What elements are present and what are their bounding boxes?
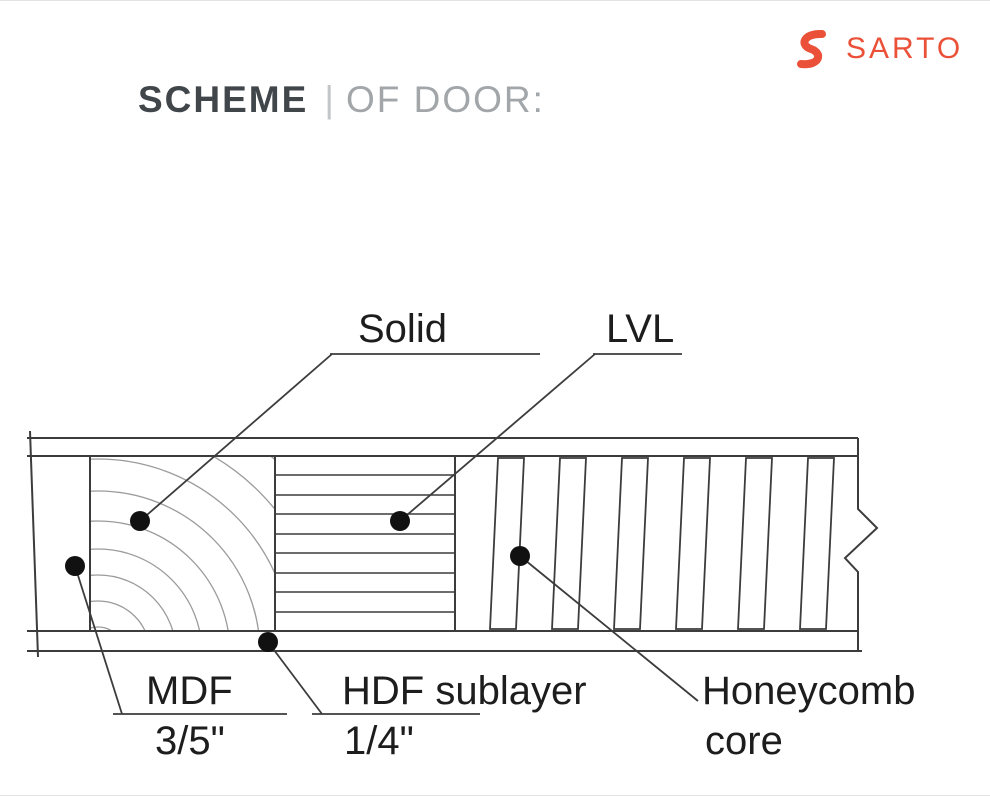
brand-logo: SARTO bbox=[786, 25, 963, 73]
hdf-sublayer-label: HDF sublayer bbox=[342, 669, 587, 713]
lvl-laminate-pattern bbox=[275, 474, 455, 613]
leader-lines bbox=[74, 353, 699, 715]
honeycomb-callout-dot bbox=[510, 546, 530, 566]
mdf-callout-dot bbox=[65, 556, 85, 576]
honeycomb-core-pattern bbox=[489, 457, 835, 630]
honeycomb-core-label: core bbox=[705, 719, 783, 763]
page-title: SCHEME | OF DOOR: bbox=[138, 79, 545, 121]
solid-wood-grain-pattern bbox=[91, 457, 274, 630]
lvl-callout-dot bbox=[390, 511, 410, 531]
mdf-label: MDF bbox=[146, 669, 233, 713]
page-title-main: SCHEME bbox=[138, 79, 309, 120]
lvl-label: LVL bbox=[606, 307, 675, 351]
page-title-sub: OF DOOR: bbox=[345, 79, 545, 120]
solid-label: Solid bbox=[358, 307, 447, 351]
callout-dots bbox=[65, 511, 530, 652]
hdf-callout-dot bbox=[258, 632, 278, 652]
brand-name: SARTO bbox=[846, 32, 964, 65]
mdf-size-label: 3/5" bbox=[155, 719, 225, 763]
honeycomb-label: Honeycomb bbox=[702, 669, 916, 713]
sarto-logo-icon bbox=[797, 29, 826, 69]
page-title-separator: | bbox=[324, 79, 334, 120]
door-outline bbox=[27, 430, 879, 658]
solid-callout-dot bbox=[130, 511, 150, 531]
hdf-size-label: 1/4" bbox=[344, 719, 414, 763]
